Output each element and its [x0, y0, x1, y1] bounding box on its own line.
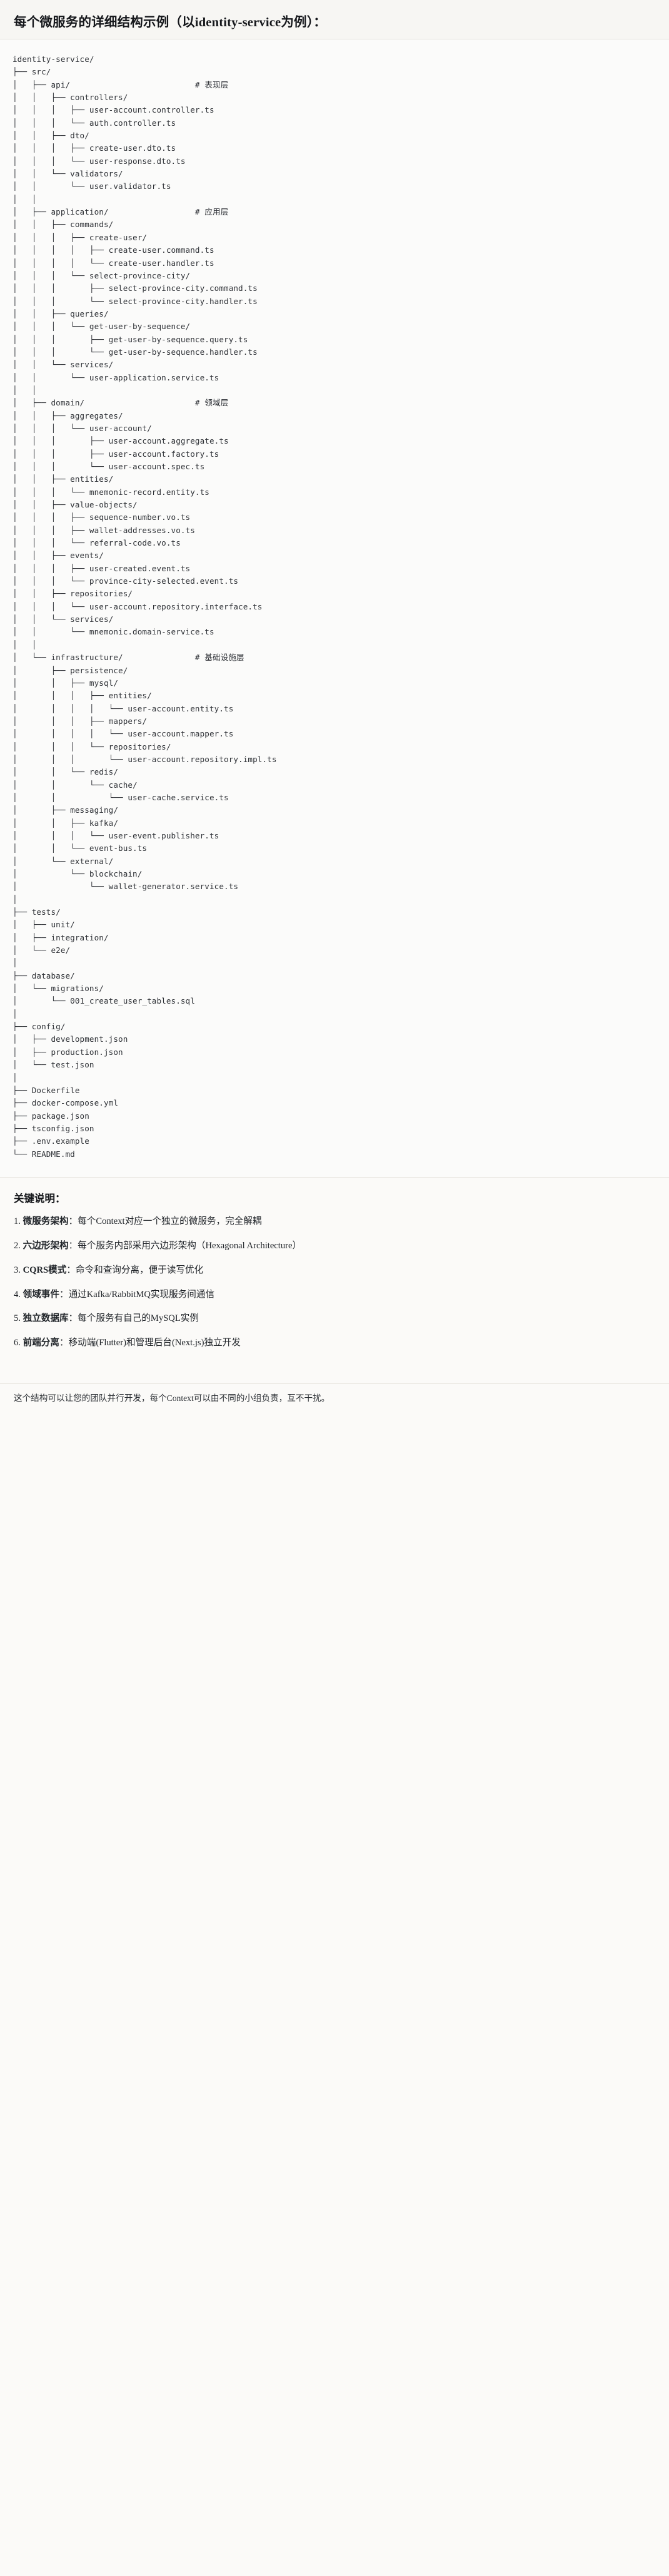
- note-term: 六边形架构: [23, 1240, 69, 1251]
- note-item: 微服务架构：每个Context对应一个独立的微服务，完全解耦: [14, 1215, 655, 1229]
- note-desc: ：每个服务内部采用六边形架构（Hexagonal Architecture）: [68, 1240, 302, 1251]
- note-desc: ：命令和查询分离，便于读写优化: [66, 1265, 204, 1275]
- note-item: 六边形架构：每个服务内部采用六边形架构（Hexagonal Architectu…: [14, 1240, 655, 1253]
- note-desc: ：每个服务有自己的MySQL实例: [68, 1313, 199, 1324]
- note-term: 前端分离: [23, 1338, 59, 1348]
- key-notes-section: 关键说明： 微服务架构：每个Context对应一个独立的微服务，完全解耦 六边形…: [0, 1177, 669, 1372]
- note-item: CQRS模式：命令和查询分离，便于读写优化: [14, 1264, 655, 1278]
- note-desc: ：移动端(Flutter)和管理后台(Next.js)独立开发: [59, 1338, 241, 1348]
- note-term: 独立数据库: [23, 1313, 69, 1324]
- note-item: 独立数据库：每个服务有自己的MySQL实例: [14, 1312, 655, 1326]
- note-item: 领域事件：通过Kafka/RabbitMQ实现服务间通信: [14, 1288, 655, 1302]
- note-item: 前端分离：移动端(Flutter)和管理后台(Next.js)独立开发: [14, 1336, 655, 1350]
- key-notes-list: 微服务架构：每个Context对应一个独立的微服务，完全解耦 六边形架构：每个服…: [14, 1215, 655, 1350]
- note-term: 领域事件: [23, 1289, 59, 1300]
- note-desc: ：通过Kafka/RabbitMQ实现服务间通信: [59, 1289, 215, 1300]
- directory-tree-block: identity-service/ ├── src/ │ ├── api/ # …: [0, 39, 669, 1178]
- note-desc: ：每个Context对应一个独立的微服务，完全解耦: [68, 1216, 262, 1226]
- document-header: 每个微服务的详细结构示例（以identity-service为例）：: [0, 0, 669, 39]
- page-title: 每个微服务的详细结构示例（以identity-service为例）：: [14, 16, 326, 29]
- directory-tree: identity-service/ ├── src/ │ ├── api/ # …: [13, 54, 277, 1159]
- note-term: 微服务架构: [23, 1216, 69, 1226]
- closing-paragraph: 这个结构可以让您的团队并行开发，每个Context可以由不同的小组负责，互不干扰…: [0, 1383, 669, 1416]
- key-notes-heading: 关键说明：: [14, 1192, 66, 1204]
- note-term: CQRS模式: [23, 1265, 67, 1275]
